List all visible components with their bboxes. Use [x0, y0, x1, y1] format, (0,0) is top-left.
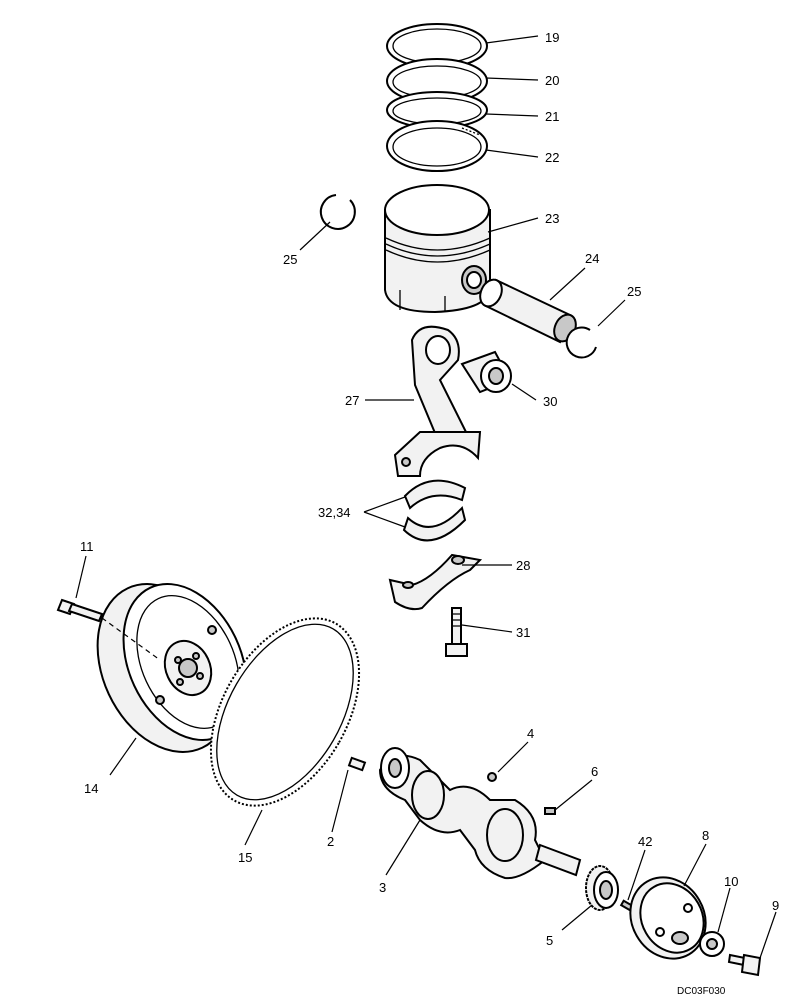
label-31: 31 — [516, 625, 530, 640]
label-25-left: 25 — [283, 252, 297, 267]
circlip-left — [319, 194, 356, 230]
label-25-right: 25 — [627, 284, 641, 299]
crankshaft — [378, 747, 582, 880]
piston — [384, 184, 491, 314]
washer — [699, 931, 725, 957]
crank-pulley — [629, 876, 707, 960]
part-labels: 19 20 21 22 23 24 25 25 27 30 32,34 28 3… — [80, 30, 779, 948]
label-4: 4 — [527, 726, 534, 741]
label-15: 15 — [238, 850, 252, 865]
label-9: 9 — [772, 898, 779, 913]
label-24: 24 — [585, 251, 599, 266]
label-3: 3 — [379, 880, 386, 895]
label-28: 28 — [516, 558, 530, 573]
piston-pin — [479, 278, 577, 344]
label-27: 27 — [345, 393, 359, 408]
label-42: 42 — [638, 834, 652, 849]
label-20: 20 — [545, 73, 559, 88]
pulley-bolt — [727, 953, 762, 977]
dowel-pin — [347, 756, 367, 772]
woodruff-key — [544, 807, 556, 815]
label-21: 21 — [545, 109, 559, 124]
circlip-right — [565, 326, 597, 359]
small-end-bushing — [460, 350, 512, 394]
piston-ring-22 — [386, 120, 488, 172]
label-2: 2 — [327, 834, 334, 849]
label-22: 22 — [545, 150, 559, 165]
label-8: 8 — [702, 828, 709, 843]
bearing-shell-upper — [403, 479, 467, 510]
label-32-34: 32,34 — [318, 505, 351, 520]
connecting-rod-cap — [388, 553, 483, 611]
connecting-rod — [393, 325, 482, 477]
label-11: 11 — [80, 539, 94, 554]
label-6: 6 — [591, 764, 598, 779]
label-19: 19 — [545, 30, 559, 45]
bearing-shell-lower — [402, 505, 467, 542]
label-14: 14 — [84, 781, 98, 796]
label-23: 23 — [545, 211, 559, 226]
flywheel-bolt — [56, 598, 161, 661]
drawing-code: DC03F030 — [677, 986, 726, 997]
crank-gear — [585, 865, 619, 911]
leader-lines — [75, 35, 777, 959]
ring-gear — [209, 617, 361, 807]
label-30: 30 — [543, 394, 557, 409]
ball — [487, 772, 497, 782]
label-10: 10 — [724, 874, 738, 889]
rod-bolt — [445, 607, 468, 657]
label-5: 5 — [546, 933, 553, 948]
